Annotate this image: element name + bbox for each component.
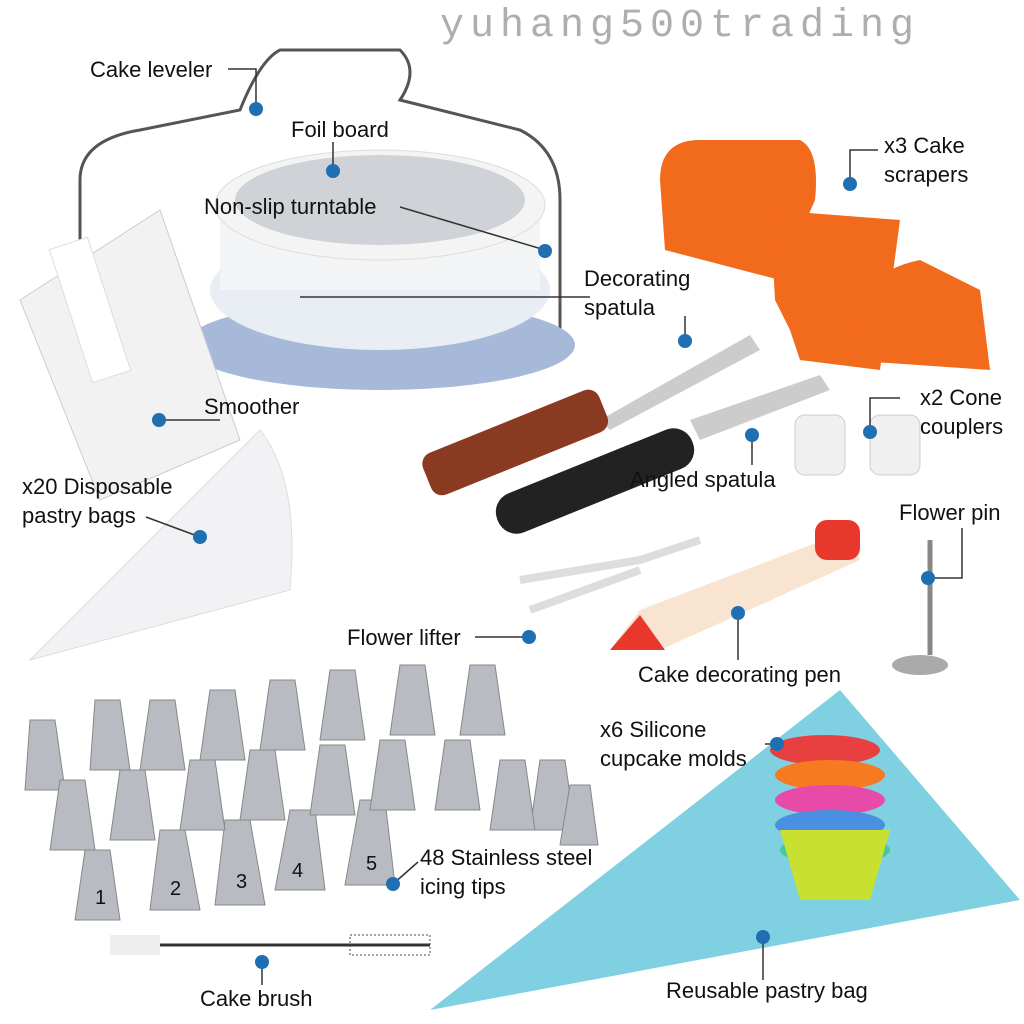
cake-leveler — [78, 48, 562, 340]
label-couplers: x2 Cone couplers — [920, 385, 1004, 439]
label-decorating-spatula: Decorating spatula — [584, 266, 691, 320]
cone-couplers — [794, 414, 921, 476]
label-cake-leveler: Cake leveler — [90, 57, 213, 82]
cake-brush — [110, 934, 431, 956]
decorating-pen — [610, 520, 860, 650]
callout-dot — [731, 606, 745, 620]
callout-dot — [756, 930, 770, 944]
callout-dot — [863, 425, 877, 439]
callout-dot — [921, 571, 935, 585]
callout-lines — [145, 68, 963, 985]
callout-dot — [193, 530, 207, 544]
callout-dot — [326, 164, 340, 178]
label-disposable-bags: x20 Disposable pastry bags — [22, 474, 173, 528]
callout-dot — [386, 877, 400, 891]
callout-dot — [745, 428, 759, 442]
callout-dot — [255, 955, 269, 969]
label-icing-tips: 48 Stainless steel icing tips — [420, 845, 593, 899]
tip-number: 3 — [236, 871, 248, 893]
callout-dot — [678, 334, 692, 348]
label-turntable: Non-slip turntable — [204, 194, 377, 219]
smoother — [19, 209, 241, 501]
label-flower-pin: Flower pin — [899, 500, 1001, 525]
label-scrapers: x3 Cake scrapers — [884, 133, 969, 187]
turntable — [185, 149, 575, 390]
callout-dot — [249, 102, 263, 116]
flower-pin — [892, 540, 948, 675]
watermark: yuhang500trading — [440, 4, 921, 49]
label-cake-brush: Cake brush — [200, 986, 313, 1011]
icing-tips — [24, 664, 599, 921]
label-reusable-bag: Reusable pastry bag — [666, 978, 868, 1003]
label-angled-spatula: Angled spatula — [630, 467, 776, 492]
disposable-bag — [28, 429, 293, 661]
cake-scrapers — [660, 140, 990, 370]
label-cupcake-molds: x6 Silicone cupcake molds — [600, 717, 747, 771]
tip-number: 5 — [366, 853, 378, 875]
label-smoother: Smoother — [204, 394, 300, 419]
tip-number: 2 — [170, 878, 182, 900]
callout-dot — [770, 737, 784, 751]
flower-lifter — [519, 536, 702, 614]
label-foil-board: Foil board — [291, 117, 389, 142]
callout-dot — [538, 244, 552, 258]
tip-number: 1 — [95, 887, 107, 909]
label-decorating-pen: Cake decorating pen — [638, 662, 842, 687]
callout-dot — [522, 630, 536, 644]
tip-number: 4 — [292, 860, 304, 882]
callout-dot — [843, 177, 857, 191]
callout-dot — [152, 413, 166, 427]
cupcake-molds — [770, 735, 890, 900]
label-flower-lifter: Flower lifter — [347, 625, 461, 650]
spatulas — [422, 335, 830, 534]
